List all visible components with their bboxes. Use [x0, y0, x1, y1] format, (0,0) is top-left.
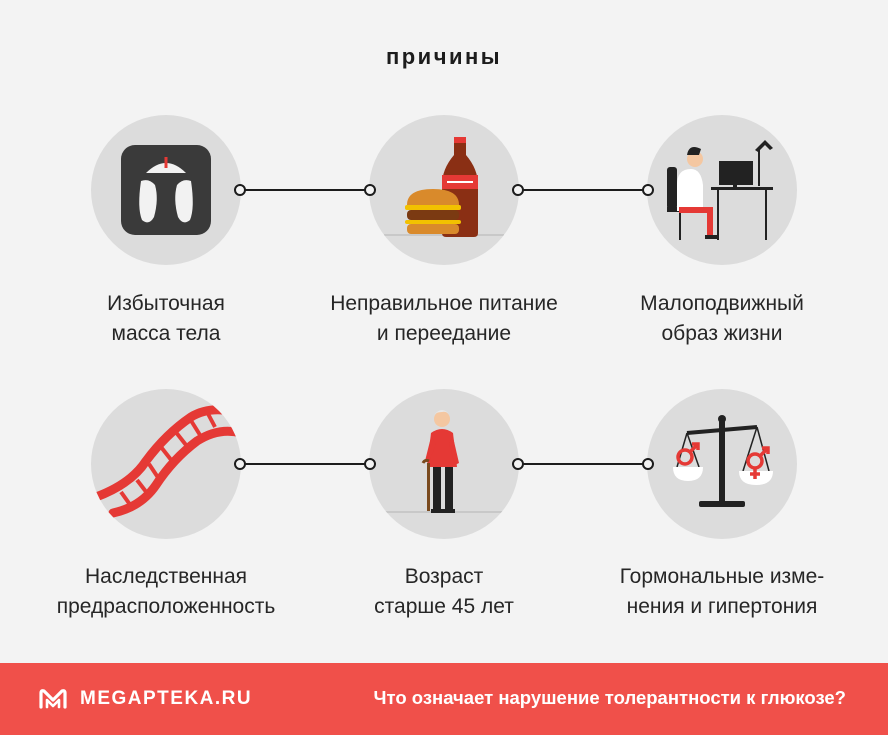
cause-circle-nutrition: [369, 115, 519, 265]
cause-label-heredity: Наследственная предрасположенность: [56, 565, 276, 618]
cause-label-sedentary: Малоподвижный образ жизни: [640, 292, 804, 345]
cause-circle-hormones: [647, 389, 797, 539]
cause-circle-overweight: [91, 115, 241, 265]
cause-circle-heredity: [91, 389, 241, 539]
elderly-man-icon: [384, 410, 504, 513]
brand[interactable]: MEGAPTEKA.RU: [38, 685, 252, 713]
connector: [234, 184, 376, 196]
footer-bar: MEGAPTEKA.RU Что означает нарушение толе…: [0, 663, 888, 735]
gender-balance-icon: [673, 415, 773, 507]
connector: [234, 458, 376, 470]
page-title: причины: [385, 44, 503, 69]
dna-icon: [91, 405, 241, 518]
desk-worker-icon: [667, 140, 773, 240]
brand-name: MEGAPTEKA.RU: [80, 688, 253, 709]
cause-label-age: Возраст старше 45 лет: [374, 565, 514, 618]
article-question[interactable]: Что означает нарушение толерантности к г…: [373, 687, 846, 708]
connector: [512, 184, 654, 196]
cause-label-overweight: Избыточная масса тела: [107, 292, 225, 345]
cause-circle-age: [369, 389, 519, 539]
m-logo-icon: [39, 689, 67, 709]
scale-icon: [121, 145, 211, 235]
cause-circle-sedentary: [647, 115, 797, 265]
burger-soda-icon: [384, 137, 504, 237]
cause-label-nutrition: Неправильное питание и переедание: [330, 292, 558, 345]
connector: [512, 458, 654, 470]
cause-label-hormones: Гормональные изме- нения и гипертония: [619, 565, 825, 618]
